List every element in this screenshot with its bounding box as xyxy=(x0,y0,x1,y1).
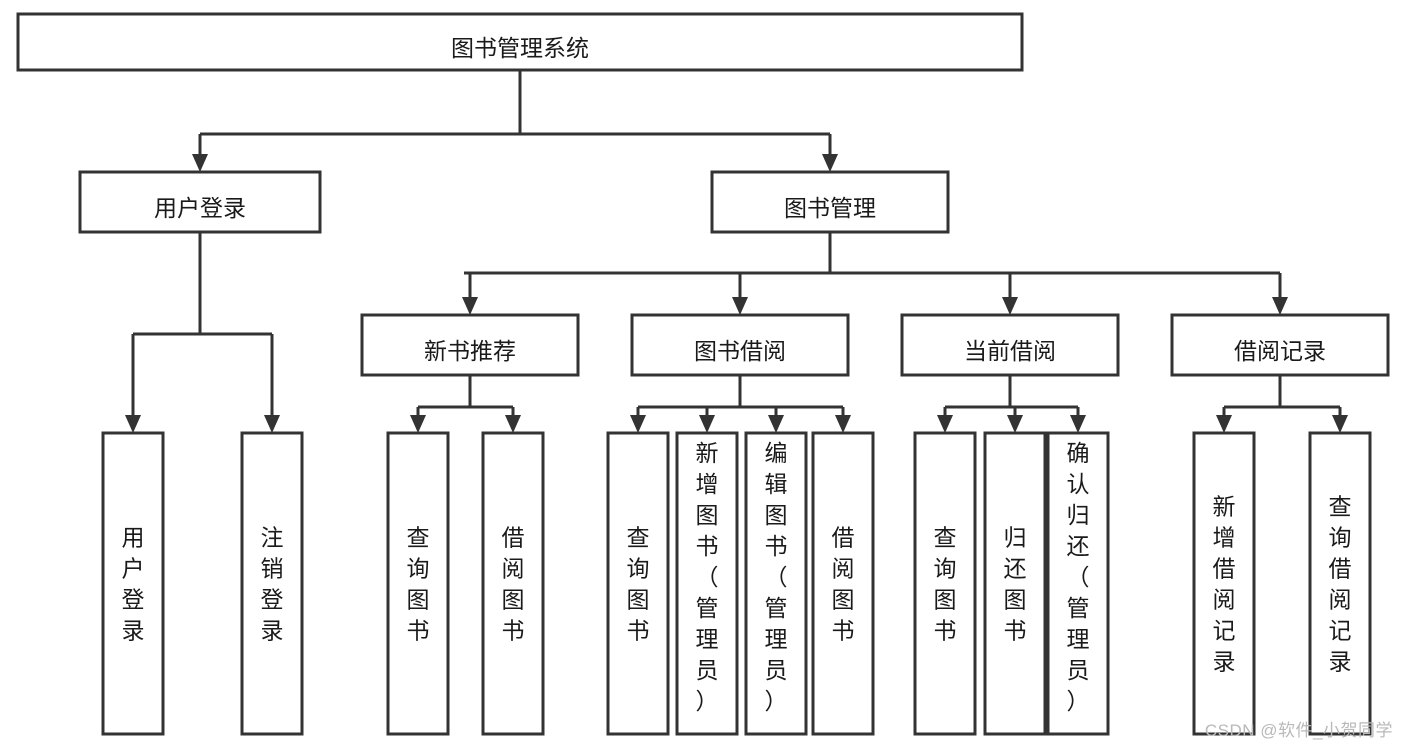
node-label-leaf-query-book-1: 查询图书 xyxy=(407,525,430,644)
node-label-user-login: 用户登录 xyxy=(154,195,246,221)
node-label-leaf-confirm-return: 确认归还（管理员） xyxy=(1067,440,1090,714)
node-label-current-borrow: 当前借阅 xyxy=(964,338,1056,364)
node-leaf-query-book-3[interactable]: 查询图书 xyxy=(913,431,977,736)
node-leaf-query-record[interactable]: 查询借阅记录 xyxy=(1308,431,1372,736)
node-book-borrow[interactable]: 图书借阅 xyxy=(630,313,850,377)
node-root[interactable]: 图书管理系统 xyxy=(16,12,1024,72)
borrow-record-to-leaf-add-record-arrowhead xyxy=(1216,415,1232,433)
node-box-user-login xyxy=(78,170,322,234)
node-label-book-manage: 图书管理 xyxy=(784,195,876,221)
connectors-layer xyxy=(125,70,1348,433)
book-manage-to-new-book-recommend-arrowhead xyxy=(462,297,478,315)
node-box-leaf-query-record xyxy=(1308,431,1372,736)
node-box-leaf-borrow-book-2 xyxy=(811,431,875,736)
node-box-leaf-add-book xyxy=(675,431,739,736)
node-box-leaf-confirm-return xyxy=(1046,431,1110,736)
node-label-leaf-query-book-3: 查询图书 xyxy=(934,525,957,644)
node-leaf-borrow-book-1[interactable]: 借阅图书 xyxy=(481,431,545,736)
node-leaf-confirm-return[interactable]: 确认归还（管理员） xyxy=(1046,431,1110,736)
node-box-leaf-edit-book xyxy=(744,431,808,736)
node-new-book-recommend[interactable]: 新书推荐 xyxy=(360,313,580,377)
book-borrow-to-leaf-edit-book-arrowhead xyxy=(768,415,784,433)
node-leaf-borrow-book-2[interactable]: 借阅图书 xyxy=(811,431,875,736)
new-book-recommend-to-leaf-query-book-1-arrowhead xyxy=(410,415,426,433)
node-leaf-return-book[interactable]: 归还图书 xyxy=(983,431,1047,736)
node-box-leaf-query-book-3 xyxy=(913,431,977,736)
node-label-leaf-add-book: 新增图书（管理员） xyxy=(696,440,719,714)
book-borrow-to-leaf-borrow-book-2-arrowhead xyxy=(835,415,851,433)
node-leaf-add-record[interactable]: 新增借阅记录 xyxy=(1192,431,1256,736)
node-box-leaf-logout xyxy=(240,431,304,736)
borrow-record-to-leaf-query-record-arrowhead xyxy=(1332,415,1348,433)
node-leaf-user-login[interactable]: 用户登录 xyxy=(101,431,165,736)
node-leaf-query-book-1[interactable]: 查询图书 xyxy=(386,431,450,736)
user-login-to-leaf-user-login-arrowhead xyxy=(125,415,141,433)
new-book-recommend-to-leaf-borrow-book-1-arrowhead xyxy=(505,415,521,433)
current-borrow-to-leaf-return-book-arrowhead xyxy=(1007,415,1023,433)
node-current-borrow[interactable]: 当前借阅 xyxy=(900,313,1120,377)
node-label-leaf-edit-book: 编辑图书（管理员） xyxy=(765,440,788,714)
node-label-leaf-return-book: 归还图书 xyxy=(1004,525,1027,644)
node-leaf-add-book[interactable]: 新增图书（管理员） xyxy=(675,431,739,736)
node-book-manage[interactable]: 图书管理 xyxy=(710,170,950,234)
root-to-book-manage-arrowhead xyxy=(822,154,838,172)
book-borrow-to-leaf-add-book-arrowhead xyxy=(699,415,715,433)
node-box-leaf-user-login xyxy=(101,431,165,736)
node-box-current-borrow xyxy=(900,313,1120,377)
root-to-user-login-arrowhead xyxy=(192,154,208,172)
node-box-leaf-return-book xyxy=(983,431,1047,736)
node-label-leaf-borrow-book-2: 借阅图书 xyxy=(832,525,855,644)
node-box-leaf-add-record xyxy=(1192,431,1256,736)
node-label-leaf-borrow-book-1: 借阅图书 xyxy=(502,525,525,644)
node-user-login[interactable]: 用户登录 xyxy=(78,170,322,234)
node-label-book-borrow: 图书借阅 xyxy=(694,338,786,364)
nodes-layer: 图书管理系统用户登录图书管理新书推荐图书借阅当前借阅借阅记录用户登录注销登录查询… xyxy=(16,12,1390,736)
node-label-borrow-record: 借阅记录 xyxy=(1234,338,1326,364)
node-label-leaf-add-record: 新增借阅记录 xyxy=(1213,494,1236,675)
node-label-leaf-logout: 注销登录 xyxy=(261,525,284,644)
node-box-new-book-recommend xyxy=(360,313,580,377)
book-borrow-to-leaf-query-book-2-arrowhead xyxy=(630,415,646,433)
node-leaf-edit-book[interactable]: 编辑图书（管理员） xyxy=(744,431,808,736)
node-label-new-book-recommend: 新书推荐 xyxy=(424,338,516,364)
node-box-leaf-query-book-1 xyxy=(386,431,450,736)
book-manage-to-book-borrow-arrowhead xyxy=(732,297,748,315)
csdn-watermark: CSDN @软件_小贺同学 xyxy=(1204,721,1393,740)
node-box-book-manage xyxy=(710,170,950,234)
book-manage-to-borrow-record-arrowhead xyxy=(1272,297,1288,315)
node-box-root xyxy=(16,12,1024,72)
node-box-leaf-query-book-2 xyxy=(606,431,670,736)
current-borrow-to-leaf-query-book-3-arrowhead xyxy=(937,415,953,433)
node-borrow-record[interactable]: 借阅记录 xyxy=(1170,313,1390,377)
node-leaf-logout[interactable]: 注销登录 xyxy=(240,431,304,736)
book-manage-to-current-borrow-arrowhead xyxy=(1002,297,1018,315)
current-borrow-to-leaf-confirm-return-arrowhead xyxy=(1070,415,1086,433)
node-leaf-query-book-2[interactable]: 查询图书 xyxy=(606,431,670,736)
node-label-leaf-query-book-2: 查询图书 xyxy=(627,525,650,644)
node-box-book-borrow xyxy=(630,313,850,377)
user-login-to-leaf-logout-arrowhead xyxy=(264,415,280,433)
node-label-leaf-user-login: 用户登录 xyxy=(122,525,145,644)
node-box-borrow-record xyxy=(1170,313,1390,377)
node-box-leaf-borrow-book-1 xyxy=(481,431,545,736)
node-label-leaf-query-record: 查询借阅记录 xyxy=(1329,494,1352,675)
node-label-root: 图书管理系统 xyxy=(451,35,589,61)
